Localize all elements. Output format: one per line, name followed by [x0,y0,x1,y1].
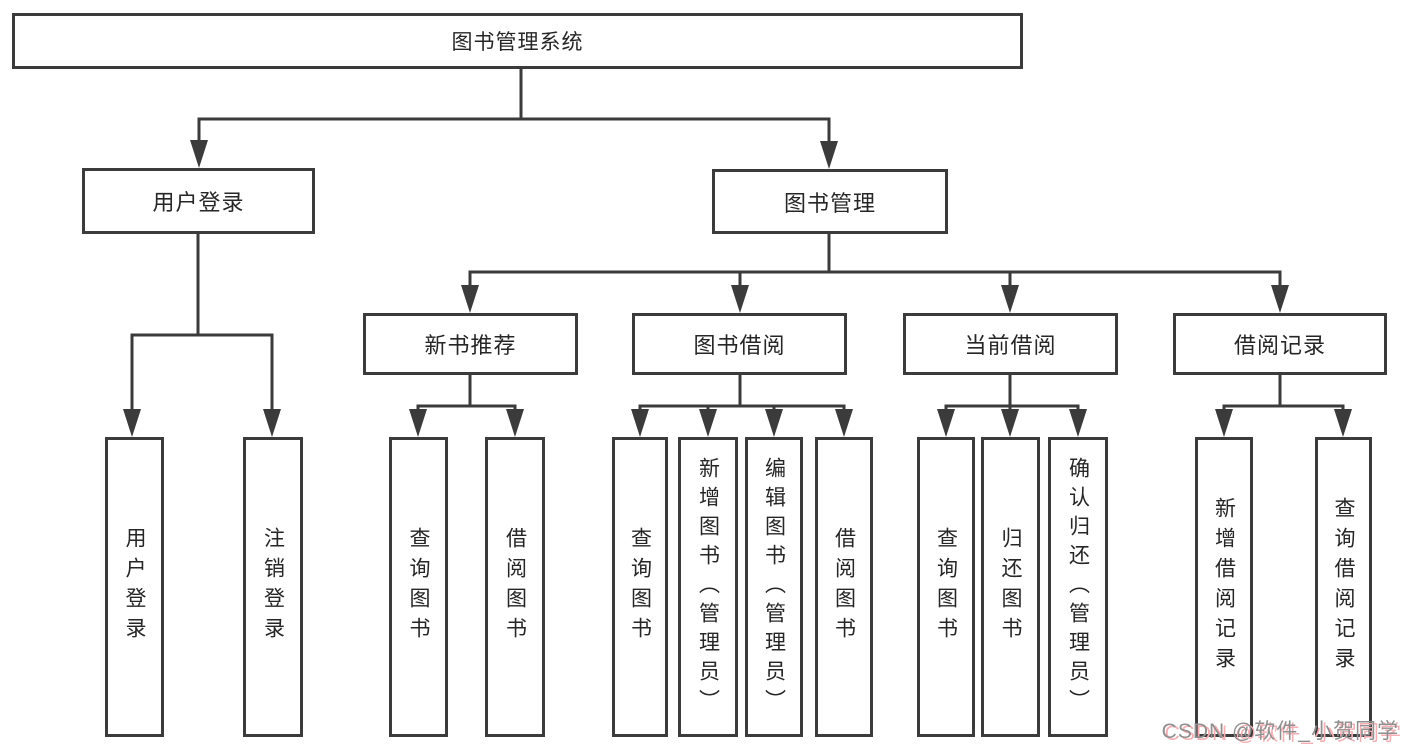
node-user-login: 用户登录 [82,168,315,234]
node-new-book-recommendation: 新书推荐 [363,313,578,375]
node-book-management: 图书管理 [712,169,948,234]
csdn-watermark: CSDN @软件_小贺同学 [1161,720,1399,743]
leaf-query-borrow-record: 查询借阅记录 [1315,437,1372,737]
leaf-query-books-current: 查询图书 [917,437,975,737]
leaf-borrow-books: 借阅图书 [815,437,873,737]
leaf-add-books-admin: 新增图书（管理员） [678,437,738,737]
connector-root [190,69,838,169]
leaf-user-login: 用户登录 [105,437,164,737]
leaf-query-books-borrow: 查询图书 [612,437,668,737]
connector-book-mgmt-branch [461,234,1289,313]
leaf-add-borrow-record: 新增借阅记录 [1195,437,1253,737]
connector-book-borrow-branch [631,375,853,437]
leaf-return-books: 归还图书 [981,437,1040,737]
connector-borrow-records-branch [1215,375,1352,437]
node-current-borrowing: 当前借阅 [903,313,1118,375]
node-library-management-system: 图书管理系统 [12,13,1023,69]
leaf-query-books-rec: 查询图书 [389,437,448,737]
connector-user-login-branch [123,234,281,437]
connector-new-book-rec-branch [409,375,524,437]
leaf-edit-books-admin: 编辑图书（管理员） [745,437,803,737]
leaf-logout: 注销登录 [243,437,303,737]
connector-current-borrow-branch [937,375,1087,437]
node-borrowing-records: 借阅记录 [1173,313,1387,375]
leaf-confirm-return-admin: 确认归还（管理员） [1048,437,1108,737]
leaf-borrow-books-rec: 借阅图书 [485,437,545,737]
node-book-borrowing: 图书借阅 [632,313,847,375]
